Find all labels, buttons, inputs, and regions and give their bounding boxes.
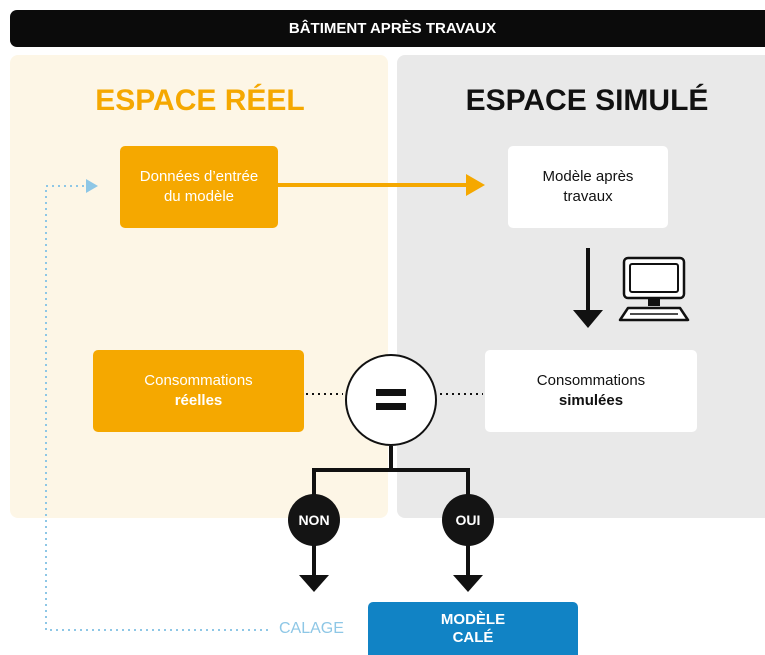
calage-feedback-loop: [45, 185, 268, 631]
calibrated-model-line2: CALÉ: [452, 628, 494, 646]
simulated-consumption-line2: simulées: [558, 392, 624, 409]
real-consumption-line1: Consommations: [144, 372, 253, 389]
decision-non-label: NON: [298, 512, 330, 528]
simulated-consumption-box: Consommations simulées: [485, 350, 697, 432]
input-to-model-arrow-head: [466, 174, 485, 196]
comparison-circle: [345, 354, 437, 446]
espace-simule-title: ESPACE SIMULÉ: [465, 84, 709, 117]
equals-icon: [376, 389, 406, 410]
espace-reel-panel: [10, 55, 388, 518]
model-line2: travaux: [563, 188, 613, 205]
espace-simule-panel: [397, 55, 765, 518]
real-consumption-box: Consommations réelles: [93, 350, 304, 432]
header-bar: BÂTIMENT APRÈS TRAVAUX: [10, 10, 765, 47]
header-title: BÂTIMENT APRÈS TRAVAUX: [288, 20, 497, 37]
computer-icon: [618, 256, 690, 322]
real-consumption-line2: réelles: [174, 392, 223, 409]
calibrated-model-line1: MODÈLE: [440, 610, 506, 628]
oui-down-arrow: [453, 575, 483, 592]
model-after-works-box: Modèle après travaux: [508, 146, 668, 228]
calage-label: CALAGE: [279, 620, 344, 637]
espace-reel-title: ESPACE RÉEL: [95, 84, 305, 117]
decision-oui-badge: OUI: [442, 494, 494, 546]
model-down-arrow-head: [573, 310, 603, 328]
decision-oui-label: OUI: [455, 512, 481, 528]
input-data-line2: du modèle: [163, 188, 235, 205]
non-down-arrow: [299, 575, 329, 592]
simulated-consumption-line1: Consommations: [536, 372, 646, 389]
decision-non-badge: NON: [288, 494, 340, 546]
model-line1: Modèle après: [542, 168, 634, 185]
calage-feedback-arrow-head: [86, 179, 98, 193]
calibrated-model-box: MODÈLE CALÉ: [368, 602, 578, 655]
input-data-box: Données d’entrée du modèle: [120, 146, 278, 228]
input-data-line1: Données d’entrée: [139, 168, 259, 185]
